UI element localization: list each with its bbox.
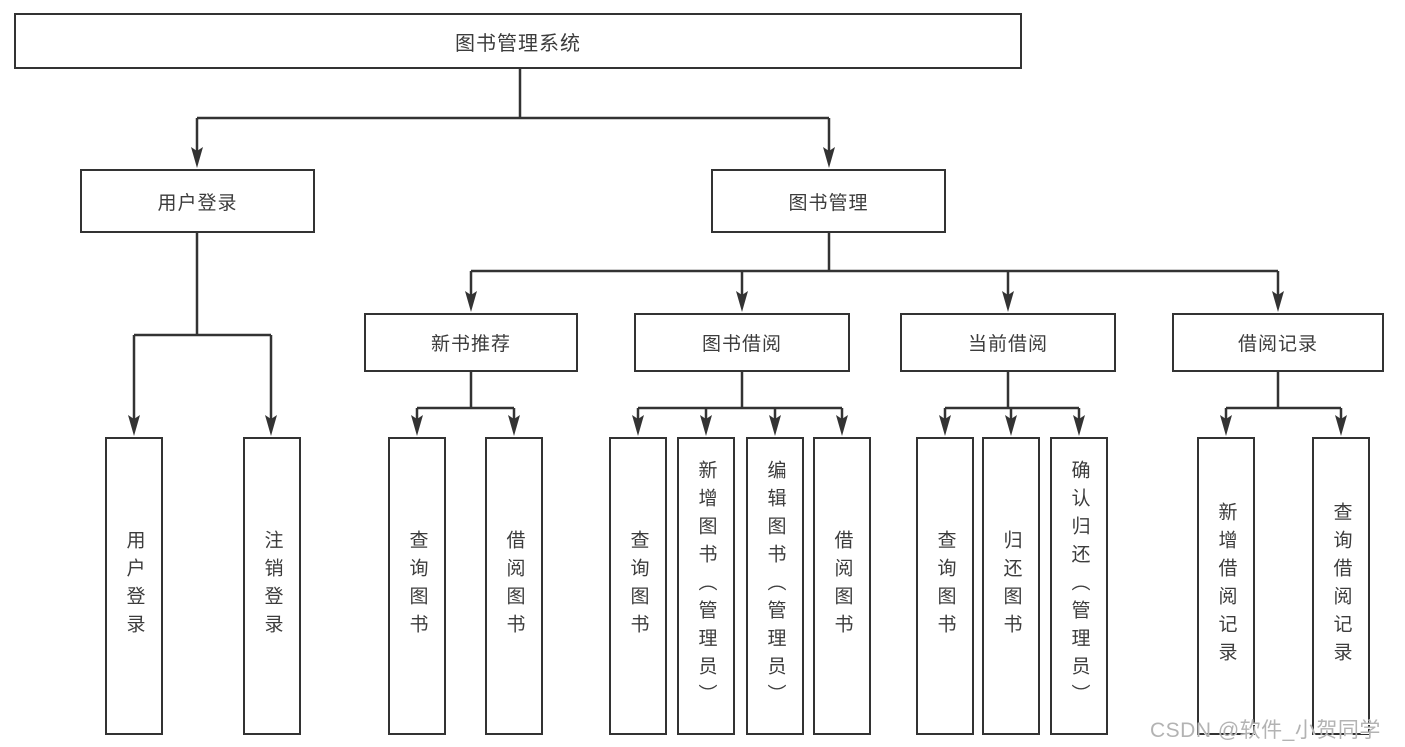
node-label: 确认归还（管理员）: [1068, 460, 1090, 712]
node-user-login: 用户登录: [80, 169, 315, 233]
csdn-watermark: CSDN @软件_小贺同学: [1150, 719, 1381, 742]
node-book-borrowing: 图书借阅: [634, 313, 850, 372]
node-label: 图书借阅: [701, 334, 782, 355]
node-current-borrowing: 当前借阅: [900, 313, 1116, 372]
node-leaf-add-borrow-record: 新增借阅记录: [1197, 437, 1255, 735]
node-label: 用户登录: [123, 530, 145, 642]
node-leaf-edit-books-admin: 编辑图书（管理员）: [746, 437, 804, 735]
node-leaf-borrow-books-bb: 借阅图书: [813, 437, 871, 735]
node-leaf-query-books-nb: 查询图书: [388, 437, 446, 735]
node-leaf-borrow-books-nb: 借阅图书: [485, 437, 543, 735]
node-leaf-confirm-return-admin: 确认归还（管理员）: [1050, 437, 1108, 735]
node-leaf-query-books-bb: 查询图书: [609, 437, 667, 735]
node-label: 查询图书: [627, 530, 649, 642]
node-label: 图书管理: [788, 192, 869, 214]
node-label: 查询图书: [934, 530, 956, 642]
node-label: 当前借阅: [967, 334, 1048, 355]
node-label: 图书管理系统: [455, 32, 581, 55]
node-label: 注销登录: [261, 530, 283, 642]
node-label: 查询借阅记录: [1330, 502, 1352, 670]
node-label: 新增图书（管理员）: [695, 460, 717, 712]
node-label: 借阅图书: [503, 530, 525, 642]
node-leaf-query-borrow-record: 查询借阅记录: [1312, 437, 1370, 735]
node-leaf-return-books: 归还图书: [982, 437, 1040, 735]
node-leaf-add-books-admin: 新增图书（管理员）: [677, 437, 735, 735]
node-label: 用户登录: [157, 192, 238, 214]
node-leaf-query-books-cb: 查询图书: [916, 437, 974, 735]
node-borrowing-records: 借阅记录: [1172, 313, 1384, 372]
node-label: 借阅记录: [1237, 334, 1318, 355]
node-book-management: 图书管理: [711, 169, 946, 233]
node-label: 新增借阅记录: [1215, 502, 1237, 670]
node-leaf-logout: 注销登录: [243, 437, 301, 735]
node-label: 归还图书: [1000, 530, 1022, 642]
node-label: 查询图书: [406, 530, 428, 642]
node-label: 编辑图书（管理员）: [764, 460, 786, 712]
node-library-management-system: 图书管理系统: [14, 13, 1022, 69]
node-new-book-recommendation: 新书推荐: [364, 313, 578, 372]
node-label: 借阅图书: [831, 530, 853, 642]
node-label: 新书推荐: [430, 334, 511, 355]
node-leaf-user-login: 用户登录: [105, 437, 163, 735]
